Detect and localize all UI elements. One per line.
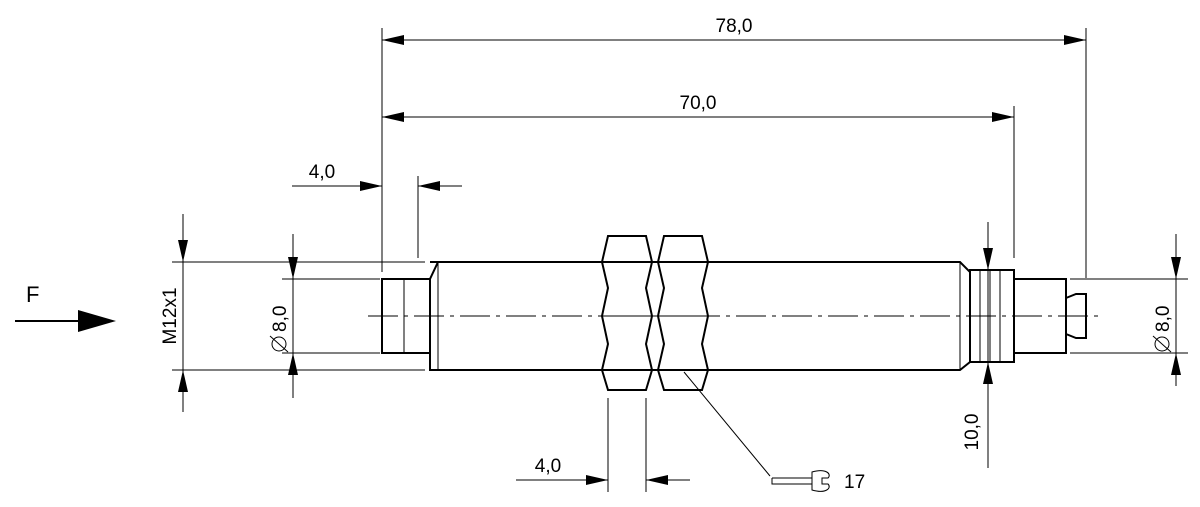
dim-front-offset: 4,0	[292, 162, 462, 258]
dim-nut-thickness: 4,0	[516, 398, 690, 492]
hex-nut-1	[600, 235, 654, 391]
rear-diameter-label: 8,0	[1152, 306, 1174, 353]
force-arrow-head	[78, 310, 116, 332]
front-offset-value: 4,0	[309, 162, 335, 183]
dim-rear-diameter: 8,0	[1070, 234, 1188, 386]
wrench-size-value: 17	[844, 472, 865, 493]
front-diameter-value: 8,0	[270, 306, 291, 332]
rear-plug	[1065, 293, 1087, 339]
rear-height-value: 10,0	[962, 414, 983, 451]
overall-length-value: 78,0	[716, 16, 753, 37]
dim-body-length: 70,0	[382, 93, 1015, 258]
front-diameter-label: 8,0	[269, 306, 291, 353]
dim-overall-length: 78,0	[381, 16, 1087, 278]
nut-thickness-value: 4,0	[535, 456, 561, 477]
dim-front-diameter: 8,0	[269, 234, 380, 398]
threaded-housing	[429, 261, 971, 371]
body-length-value: 70,0	[680, 93, 717, 114]
hex-nut-2	[656, 235, 710, 391]
wrench-icon	[811, 470, 830, 492]
dim-thread: M12x1	[160, 214, 425, 412]
dim-rear-height: 10,0	[962, 222, 993, 468]
thread-value: M12x1	[160, 287, 181, 344]
wrench-handle	[771, 477, 812, 485]
sensor-body	[368, 235, 1098, 391]
rear-diameter-value: 8,0	[1153, 306, 1174, 332]
force-indicator: F	[15, 282, 116, 332]
wrench-callout: 17	[683, 371, 865, 493]
force-label: F	[26, 282, 39, 307]
